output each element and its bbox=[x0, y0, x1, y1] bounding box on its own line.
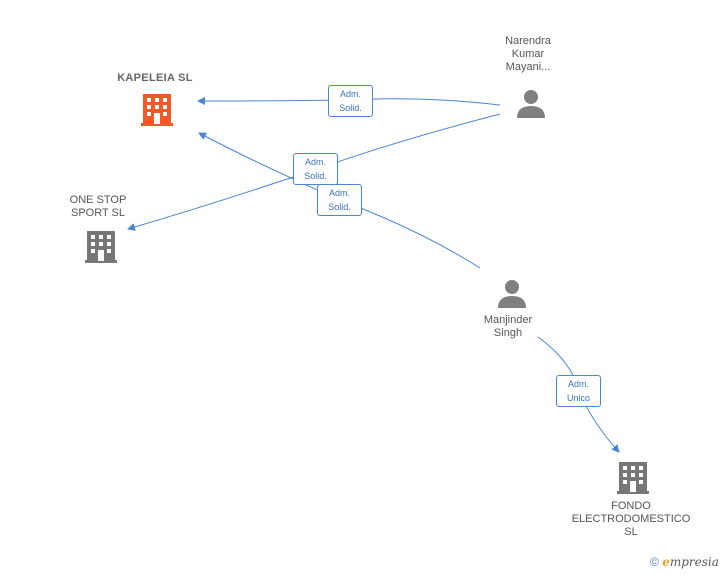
copyright-icon: © bbox=[650, 555, 659, 569]
node-label-onestop[interactable]: ONE STOP SPORT SL bbox=[69, 194, 127, 219]
person-icon[interactable] bbox=[497, 278, 527, 308]
brand-logo: empresia bbox=[662, 555, 719, 569]
building-icon[interactable] bbox=[141, 92, 173, 126]
footer-brand: © empresia bbox=[650, 555, 719, 569]
edge-label-narendra-kapeleia[interactable]: Adm. Solid. bbox=[328, 85, 373, 117]
edge-label-narendra-onestop[interactable]: Adm. Solid. bbox=[293, 153, 338, 185]
building-icon[interactable] bbox=[617, 460, 649, 494]
node-label-manjinder[interactable]: Manjinder Singh bbox=[483, 314, 533, 339]
building-icon[interactable] bbox=[85, 229, 117, 263]
edge-label-manjinder-kapeleia[interactable]: Adm. Solid. bbox=[317, 184, 362, 216]
node-label-kapeleia[interactable]: KAPELEIA SL bbox=[117, 72, 193, 84]
edge-label-manjinder-fondo[interactable]: Adm. Unico bbox=[556, 375, 601, 407]
node-label-fondo[interactable]: FONDO ELECTRODOMESTICO SL bbox=[571, 500, 691, 538]
node-label-narendra[interactable]: Narendra Kumar Mayani... bbox=[505, 35, 551, 73]
person-icon[interactable] bbox=[516, 88, 546, 118]
